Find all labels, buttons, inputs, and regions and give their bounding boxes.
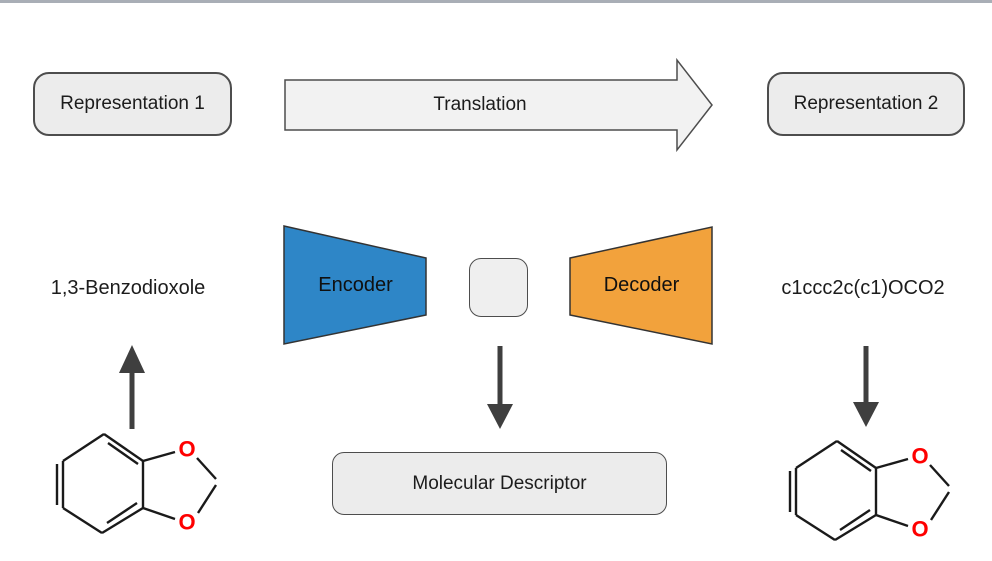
encoder-shape xyxy=(283,225,427,345)
encoder-trapezoid xyxy=(283,225,428,346)
oxygen-atom-top: O xyxy=(911,444,928,469)
decoder-trapezoid xyxy=(569,225,714,346)
translation-arrow-shape xyxy=(284,57,713,153)
up-arrow-icon xyxy=(115,343,149,433)
down-arrow-center-icon xyxy=(483,344,517,430)
down-arrow-right-icon xyxy=(849,344,883,429)
latent-box xyxy=(469,258,528,317)
molecule-name-label: 1,3-Benzodioxole xyxy=(50,277,206,299)
encoder-label: Encoder xyxy=(318,274,393,296)
benzodioxole-structure-left: O O xyxy=(45,428,235,548)
representation-2-box: Representation 2 xyxy=(767,72,965,136)
smiles-label: c1ccc2c(c1)OCO2 xyxy=(781,277,945,299)
representation-2-label: Representation 2 xyxy=(793,93,939,114)
top-border-bar xyxy=(0,0,992,3)
benzodioxole-structure-right: O O xyxy=(778,435,968,555)
translation-arrow xyxy=(283,55,715,155)
decoder-label: Decoder xyxy=(603,274,680,296)
molecular-descriptor-label: Molecular Descriptor xyxy=(412,472,587,494)
translation-label: Translation xyxy=(433,94,527,115)
oxygen-atom-bottom: O xyxy=(911,517,928,542)
representation-1-box: Representation 1 xyxy=(33,72,232,136)
molecular-descriptor-box: Molecular Descriptor xyxy=(332,452,667,515)
decoder-shape xyxy=(569,226,713,345)
oxygen-atom-top: O xyxy=(178,437,195,462)
oxygen-atom-bottom: O xyxy=(178,510,195,535)
representation-1-label: Representation 1 xyxy=(60,93,205,114)
